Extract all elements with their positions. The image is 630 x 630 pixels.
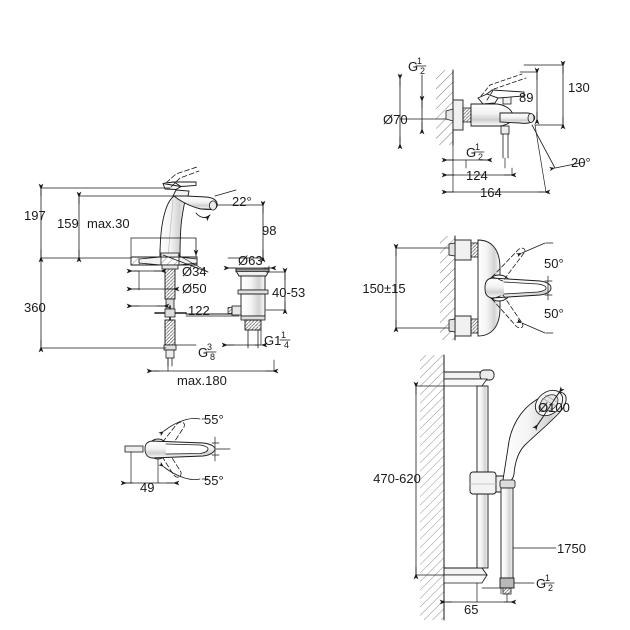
dim-spout-height-159: 159 <box>57 216 79 231</box>
dim-spout-projection-124: 124 <box>466 168 488 183</box>
view-basin-mixer-plan: 55° 55° 49 <box>120 412 231 495</box>
dim-inlet-centres-150: 150±15 <box>362 281 405 296</box>
view-bath-mixer-front: 150±15 50° 50° <box>362 235 564 341</box>
svg-text:2: 2 <box>548 583 553 593</box>
svg-text:G: G <box>536 576 546 591</box>
svg-text:4: 4 <box>284 340 289 350</box>
svg-text:2: 2 <box>420 66 425 76</box>
popup-waste-assembly <box>227 268 270 349</box>
dim-offset-49: 49 <box>140 480 154 495</box>
dim-hand-shower-dia-100: Ø100 <box>538 400 570 415</box>
dim-outlet-angle-20: 20° <box>571 155 591 170</box>
view-basin-mixer-elevation: 197 159 max.30 22° 98 360 Ø34 Ø50 122 G … <box>24 166 305 388</box>
svg-text:1: 1 <box>281 330 286 340</box>
dim-thread-g114: G1 1 4 <box>264 330 291 350</box>
dim-overall-height-130: 130 <box>568 80 590 95</box>
popup-lift-rod <box>154 305 240 321</box>
dim-rail-projection-65: 65 <box>464 602 478 617</box>
rail-bracket-bottom <box>443 567 488 584</box>
dim-waste-range-40-53: 40-53 <box>272 285 305 300</box>
dim-lever-travel-down-50: 50° <box>544 306 564 321</box>
dim-shank-122: 122 <box>188 303 210 318</box>
dim-total-360: 360 <box>24 300 46 315</box>
svg-text:3: 3 <box>207 342 212 352</box>
svg-text:2: 2 <box>478 152 483 162</box>
dim-escutcheon-dia-70: Ø70 <box>383 112 408 127</box>
svg-text:1: 1 <box>475 142 480 152</box>
svg-text:G1: G1 <box>264 333 281 348</box>
svg-text:G: G <box>466 145 476 160</box>
dimension-lines-elevation <box>38 183 288 374</box>
mixer-unions <box>448 239 479 337</box>
dim-swivel-lower-55: 55° <box>204 473 224 488</box>
dim-hose-thread-g12: G 1 2 <box>536 573 555 593</box>
dim-base-dia-34: Ø34 <box>182 264 207 279</box>
dim-lever-clearance-89: 89 <box>519 90 533 105</box>
shower-hose <box>499 487 515 595</box>
dim-overall-projection-164: 164 <box>480 185 502 200</box>
dim-waste-flange-63: Ø63 <box>238 253 263 268</box>
dim-thread-g38: G 3 8 <box>198 342 217 362</box>
hand-shower <box>499 389 567 489</box>
dim-overall-height-197: 197 <box>24 208 46 223</box>
view-shower-rail-set: 470-620 Ø100 1750 65 G 1 2 <box>373 354 586 621</box>
rail-bracket-top <box>443 369 495 387</box>
svg-text:1: 1 <box>417 56 422 66</box>
view-bath-mixer-side: G 1 2 Ø70 G 1 2 124 164 20° 89 130 <box>383 56 591 200</box>
dim-hose-length-1750: 1750 <box>557 541 586 556</box>
svg-text:G: G <box>198 345 208 360</box>
dim-max-counter-30: max.30 <box>87 216 130 231</box>
svg-text:1: 1 <box>545 573 550 583</box>
dim-washer-dia-50: Ø50 <box>182 281 207 296</box>
wall-section-top <box>436 69 454 146</box>
dim-inlet-thread-g12-top: G 1 2 <box>408 56 427 76</box>
dim-lever-travel-up-50: 50° <box>544 256 564 271</box>
dim-holder-height-470-620: 470-620 <box>373 471 421 486</box>
faucet-body <box>159 166 218 258</box>
dim-spout-angle-22: 22° <box>232 194 252 209</box>
svg-text:G: G <box>408 59 418 74</box>
dim-outlet-thread-g12-bottom: G 1 2 <box>466 142 485 162</box>
dim-max-180: max.180 <box>177 373 227 388</box>
svg-text:8: 8 <box>210 352 215 362</box>
dim-swivel-upper-55: 55° <box>204 412 224 427</box>
dim-outlet-height-98: 98 <box>262 223 276 238</box>
